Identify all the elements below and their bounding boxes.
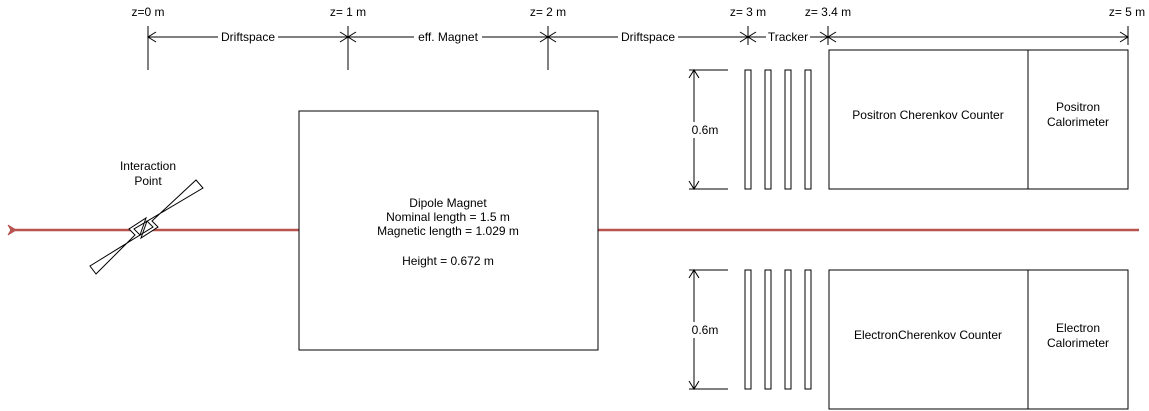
z-marker-3: z= 3 m xyxy=(730,5,766,19)
magnet-nominal-length: Nominal length = 1.5 m xyxy=(386,210,510,224)
dipole-magnet: Dipole Magnet Nominal length = 1.5 m Mag… xyxy=(298,110,599,351)
top-height-label: 0.6m xyxy=(692,123,719,137)
z-markers: z=0 m z= 1 m z= 2 m z= 3 m z= 3.4 m z= 5… xyxy=(131,5,1145,19)
bottom-tracker-planes xyxy=(744,269,812,390)
top-detector-arm: 0.6m Positron Cherenkov Counter Positron… xyxy=(688,49,1129,190)
electron-calorimeter xyxy=(1027,269,1129,410)
z-marker-4: z= 3.4 m xyxy=(805,5,851,19)
top-tracker-planes xyxy=(744,69,812,190)
positron-calorimeter xyxy=(1027,49,1129,190)
section-driftspace-1: Driftspace xyxy=(221,30,275,44)
magnet-title: Dipole Magnet xyxy=(409,196,487,210)
section-tracker: Tracker xyxy=(768,30,808,44)
magnet-magnetic-length: Magnetic length = 1.029 m xyxy=(377,224,519,238)
bottom-detector-arm: 0.6m ElectronCherenkov Counter Electron … xyxy=(688,269,1129,410)
positron-cherenkov-label: Positron Cherenkov Counter xyxy=(852,108,1003,122)
z-marker-5: z= 5 m xyxy=(1109,5,1145,19)
electron-calorimeter-label-1: Electron xyxy=(1056,321,1100,335)
z-marker-1: z= 1 m xyxy=(330,5,366,19)
section-labels: Driftspace eff. Magnet Driftspace Tracke… xyxy=(218,30,810,44)
interaction-point: Interaction Point xyxy=(89,159,204,275)
positron-calorimeter-label-1: Positron xyxy=(1056,100,1100,114)
z-marker-2: z= 2 m xyxy=(530,5,566,19)
z-marker-0: z=0 m xyxy=(131,5,164,19)
bottom-height-label: 0.6m xyxy=(692,323,719,337)
section-eff-magnet: eff. Magnet xyxy=(418,30,478,44)
section-driftspace-2: Driftspace xyxy=(621,30,675,44)
dimension-ticks xyxy=(147,26,1129,70)
interaction-point-label-2: Point xyxy=(134,174,162,188)
electron-cherenkov-label: ElectronCherenkov Counter xyxy=(854,328,1002,342)
electron-calorimeter-label-2: Calorimeter xyxy=(1047,336,1109,350)
interaction-point-label-1: Interaction xyxy=(120,159,176,173)
positron-calorimeter-label-2: Calorimeter xyxy=(1047,115,1109,129)
magnet-height: Height = 0.672 m xyxy=(402,254,494,268)
